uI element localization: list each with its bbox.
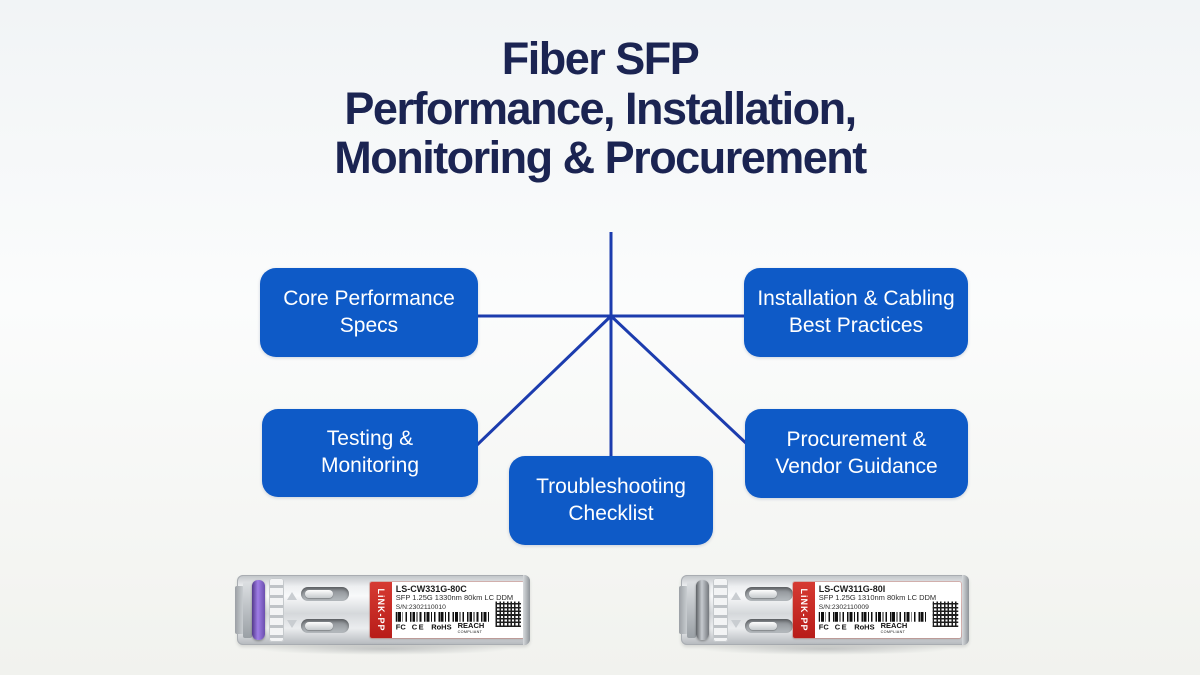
node-procurement-vendor-guidance: Procurement & Vendor Guidance <box>745 409 968 498</box>
node-troubleshooting-checklist: Troubleshooting Checklist <box>509 456 713 545</box>
qr-code <box>495 601 521 627</box>
compliance-marks: FC CE RoHS REACH COMPLIANT <box>395 621 524 635</box>
sfp-label: LiNK-PP LS-CW311G-80I SFP 1.25G 1310nm 8… <box>793 582 961 638</box>
brand-logo: LiNK-PP <box>376 588 386 632</box>
compliance-marks: FC CE RoHS REACH COMPLIANT <box>818 621 961 635</box>
ce-mark: CE <box>834 623 849 632</box>
sfp-latch-metal <box>696 580 709 640</box>
sfp-slot-bottom <box>745 619 793 633</box>
label-paper: LS-CW331G-80C SFP 1.25G 1330nm 80km LC D… <box>392 582 524 638</box>
sfp-end-cap <box>523 575 530 645</box>
barcode <box>818 612 927 622</box>
node-core-performance-specs: Core Performance Specs <box>260 268 478 357</box>
node-installation-cabling-best-practices: Installation & Cabling Best Practices <box>744 268 968 357</box>
serial-number: S/N:2302110010 <box>395 603 446 611</box>
brand-band: LiNK-PP <box>793 582 815 638</box>
arrow-up-mark <box>731 592 741 600</box>
page-title: Fiber SFP Performance, Installation, Mon… <box>334 33 867 183</box>
serial-number: S/N:2302110009 <box>818 603 869 611</box>
reach-compliant-sub: COMPLIANT <box>880 630 906 635</box>
spec-line: SFP 1.25G 1310nm 80km LC DDM <box>818 594 937 603</box>
sfp-module-right: LiNK-PP LS-CW311G-80I SFP 1.25G 1310nm 8… <box>679 575 969 655</box>
rohs-mark: RoHS <box>854 623 875 632</box>
sfp-slot-bottom <box>301 619 349 633</box>
brand-band: LiNK-PP <box>370 582 392 638</box>
ce-mark: CE <box>411 623 426 632</box>
sfp-emi-fingers <box>269 578 284 642</box>
sfp-connector-nose <box>679 586 688 634</box>
brand-logo: LiNK-PP <box>799 588 809 632</box>
sfp-latch-purple <box>252 580 265 640</box>
sfp-slot-top <box>745 587 793 601</box>
fc-mark: FC <box>395 623 406 632</box>
rohs-mark: RoHS <box>431 623 452 632</box>
reach-mark: REACH COMPLIANT <box>457 621 485 635</box>
sfp-emi-fingers <box>713 578 728 642</box>
reach-mark: REACH COMPLIANT <box>880 621 908 635</box>
sfp-label: LiNK-PP LS-CW331G-80C SFP 1.25G 1330nm 8… <box>370 582 524 638</box>
sfp-end-cap <box>962 575 969 645</box>
sfp-connector-face <box>243 582 252 638</box>
sfp-connector-face <box>687 582 696 638</box>
barcode <box>395 612 490 622</box>
model-number: LS-CW331G-80C <box>395 583 467 594</box>
label-paper: LS-CW311G-80I SFP 1.25G 1310nm 80km LC D… <box>815 582 961 638</box>
arrow-down-mark <box>731 620 741 628</box>
node-testing-monitoring: Testing & Monitoring <box>262 409 478 497</box>
reach-compliant-sub: COMPLIANT <box>457 630 483 635</box>
arrow-down-mark <box>287 620 297 628</box>
sfp-slot-top <box>301 587 349 601</box>
arrow-up-mark <box>287 592 297 600</box>
sfp-connector-nose <box>235 586 244 634</box>
spec-line: SFP 1.25G 1330nm 80km LC DDM <box>395 594 514 603</box>
model-number: LS-CW311G-80I <box>818 583 886 594</box>
qr-code <box>932 601 959 627</box>
sfp-module-left: LiNK-PP LS-CW331G-80C SFP 1.25G 1330nm 8… <box>235 575 530 655</box>
fc-mark: FC <box>818 623 829 632</box>
